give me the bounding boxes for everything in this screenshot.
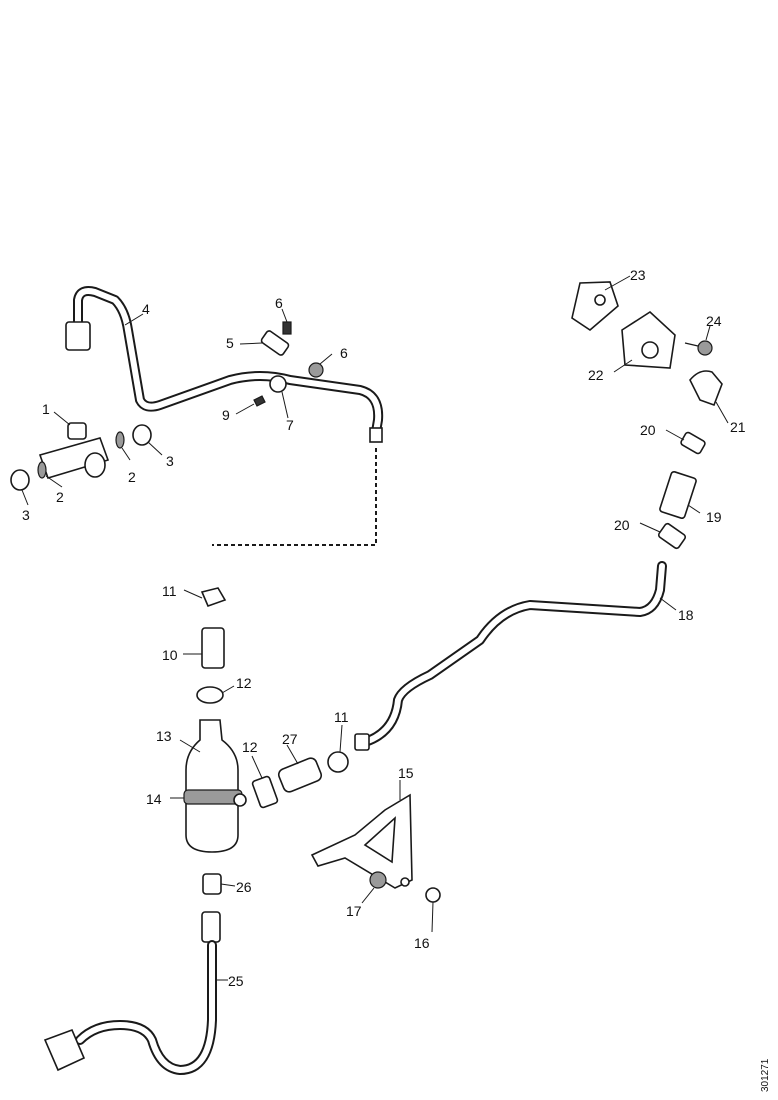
bracket-15 <box>310 793 413 889</box>
label-19: 19 <box>706 509 722 525</box>
clamp-12-upper <box>196 686 224 704</box>
nut-6-right <box>308 362 324 378</box>
bracket-15-hole <box>400 877 410 887</box>
hose-27 <box>277 757 323 793</box>
hose-10 <box>201 627 225 669</box>
washer-2-right <box>115 431 125 449</box>
label-7: 7 <box>286 417 294 433</box>
label-3-right: 3 <box>166 453 174 469</box>
hose-19 <box>659 470 697 520</box>
label-20-upper: 20 <box>640 422 656 438</box>
label-2-left: 2 <box>56 489 64 505</box>
fuel-pipe-18 <box>354 561 667 751</box>
nut-17 <box>369 871 387 889</box>
bolt-16 <box>425 887 441 903</box>
filter-band-14 <box>183 789 243 805</box>
pipe-18-end <box>354 733 370 751</box>
fitting-21 <box>689 370 723 407</box>
part-labels: 1 2 2 3 3 4 5 6 6 7 9 10 11 11 12 12 13 … <box>22 267 746 989</box>
right-parts <box>571 281 723 550</box>
clip-20-lower <box>657 522 687 550</box>
filter-outlet <box>233 793 247 807</box>
label-16: 16 <box>414 935 430 951</box>
bolt-3-right <box>132 424 152 446</box>
label-20-lower: 20 <box>614 517 630 533</box>
fuel-filter-13 <box>185 719 239 853</box>
plate-23-hole <box>594 294 606 306</box>
label-1: 1 <box>42 401 50 417</box>
label-4: 4 <box>142 301 150 317</box>
clip-11-right <box>327 751 349 773</box>
pipe-25-connector <box>43 1028 86 1072</box>
connector-assembly <box>10 422 152 491</box>
label-2-right: 2 <box>128 469 136 485</box>
washer-2-left <box>37 461 47 479</box>
bracket-assembly <box>310 793 441 903</box>
label-6-top: 6 <box>275 295 283 311</box>
label-15: 15 <box>398 765 414 781</box>
bracket-22 <box>621 310 676 369</box>
bracket-22-hole <box>641 341 659 359</box>
dashed-connection-line <box>212 448 377 546</box>
fuel-pipe-25 <box>43 940 217 1075</box>
connector-outlet <box>84 452 106 478</box>
label-21: 21 <box>730 419 746 435</box>
label-14: 14 <box>146 791 162 807</box>
bolt-24 <box>684 342 699 347</box>
reference-code: 301271 <box>760 1058 771 1092</box>
label-17: 17 <box>346 903 362 919</box>
label-26: 26 <box>236 879 252 895</box>
label-18: 18 <box>678 607 694 623</box>
label-11-right: 11 <box>334 709 349 725</box>
bracket-15-cutout <box>363 816 396 864</box>
clamp-7 <box>269 375 287 393</box>
label-25: 25 <box>228 973 244 989</box>
label-3-left: 3 <box>22 507 30 523</box>
screw-6-top <box>282 321 292 335</box>
label-22: 22 <box>588 367 604 383</box>
label-11-top: 11 <box>162 583 177 599</box>
label-10: 10 <box>162 647 178 663</box>
label-9: 9 <box>222 407 230 423</box>
fuel-filter-assembly <box>183 587 349 943</box>
plate-23 <box>571 281 619 332</box>
connector-top-1 <box>67 422 87 440</box>
label-6-right: 6 <box>340 345 348 361</box>
screw-9 <box>253 395 266 407</box>
label-12-right: 12 <box>242 739 258 755</box>
nut-24 <box>697 340 713 356</box>
clamp-assembly <box>253 321 324 407</box>
clip-11-upper <box>200 587 227 608</box>
clip-20-upper <box>680 431 706 455</box>
clamp-12-right <box>251 775 279 809</box>
label-5: 5 <box>226 335 234 351</box>
clip-26 <box>202 873 222 895</box>
label-24: 24 <box>706 313 722 329</box>
label-12-top: 12 <box>236 675 252 691</box>
label-27: 27 <box>282 731 298 747</box>
fuel-pipe-4 <box>65 286 384 443</box>
bolt-3-left <box>10 469 30 491</box>
leader-lines <box>21 275 729 981</box>
pipe-4-end <box>369 427 383 443</box>
pipe-4-nut <box>65 321 91 351</box>
label-23: 23 <box>630 267 646 283</box>
pipe-25-fitting <box>201 911 221 943</box>
clamp-5 <box>260 330 290 356</box>
label-13: 13 <box>156 728 172 744</box>
